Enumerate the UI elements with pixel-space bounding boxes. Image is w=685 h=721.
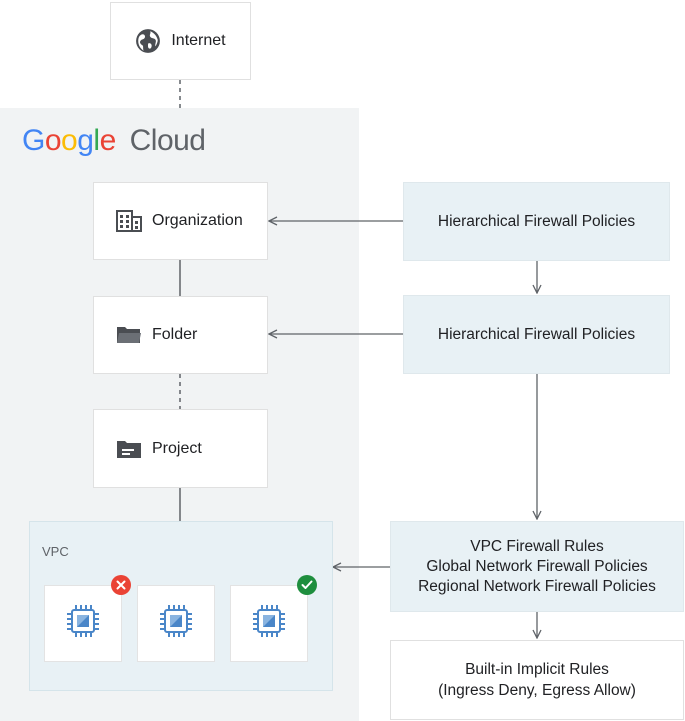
org-firewall-policy-label: Hierarchical Firewall Policies bbox=[437, 212, 636, 230]
vpc-firewall-rules: VPC Firewall Rules Global Network Firewa… bbox=[390, 521, 684, 612]
vm-instance bbox=[137, 585, 215, 662]
vm-chip-icon bbox=[63, 601, 103, 646]
organization-node: Organization bbox=[93, 182, 268, 260]
google-cloud-logo: Google Cloud bbox=[22, 124, 206, 158]
vpc-label: VPC bbox=[42, 544, 69, 559]
google-letter: o bbox=[61, 124, 78, 157]
denied-x-icon bbox=[111, 575, 131, 595]
project-node: Project bbox=[93, 409, 268, 488]
folder-node: Folder bbox=[93, 296, 268, 374]
building-icon bbox=[116, 210, 142, 232]
google-letter: o bbox=[44, 124, 62, 157]
vm-chip-icon bbox=[249, 601, 289, 646]
google-letter: l bbox=[93, 124, 100, 157]
internet-label: Internet bbox=[171, 32, 226, 49]
project-icon bbox=[116, 439, 142, 459]
google-letter: g bbox=[77, 124, 94, 157]
globe-icon bbox=[135, 28, 161, 54]
allowed-check-icon bbox=[297, 575, 317, 595]
internet-node: Internet bbox=[110, 2, 251, 80]
vpc-rules-line: VPC Firewall Rules bbox=[470, 537, 604, 555]
folder-icon bbox=[116, 325, 142, 345]
organization-label: Organization bbox=[152, 212, 243, 229]
project-label: Project bbox=[152, 439, 202, 457]
org-firewall-policy: Hierarchical Firewall Policies bbox=[403, 182, 670, 261]
vpc-rules-line: Global Network Firewall Policies bbox=[426, 557, 648, 575]
cloud-word: Cloud bbox=[129, 124, 206, 157]
folder-label: Folder bbox=[152, 326, 198, 343]
vm-instance bbox=[44, 585, 122, 662]
implicit-rules: Built-in Implicit Rules (Ingress Deny, E… bbox=[390, 640, 684, 720]
vm-instance bbox=[230, 585, 308, 662]
folder-firewall-policy-label: Hierarchical Firewall Policies bbox=[437, 325, 636, 343]
implicit-rules-line: Built-in Implicit Rules bbox=[465, 661, 609, 678]
google-letter: e bbox=[99, 124, 117, 157]
implicit-rules-line: (Ingress Deny, Egress Allow) bbox=[438, 682, 636, 699]
google-letter: G bbox=[22, 124, 45, 157]
vpc-rules-line: Regional Network Firewall Policies bbox=[418, 577, 656, 595]
vm-chip-icon bbox=[156, 601, 196, 646]
folder-firewall-policy: Hierarchical Firewall Policies bbox=[403, 295, 670, 374]
